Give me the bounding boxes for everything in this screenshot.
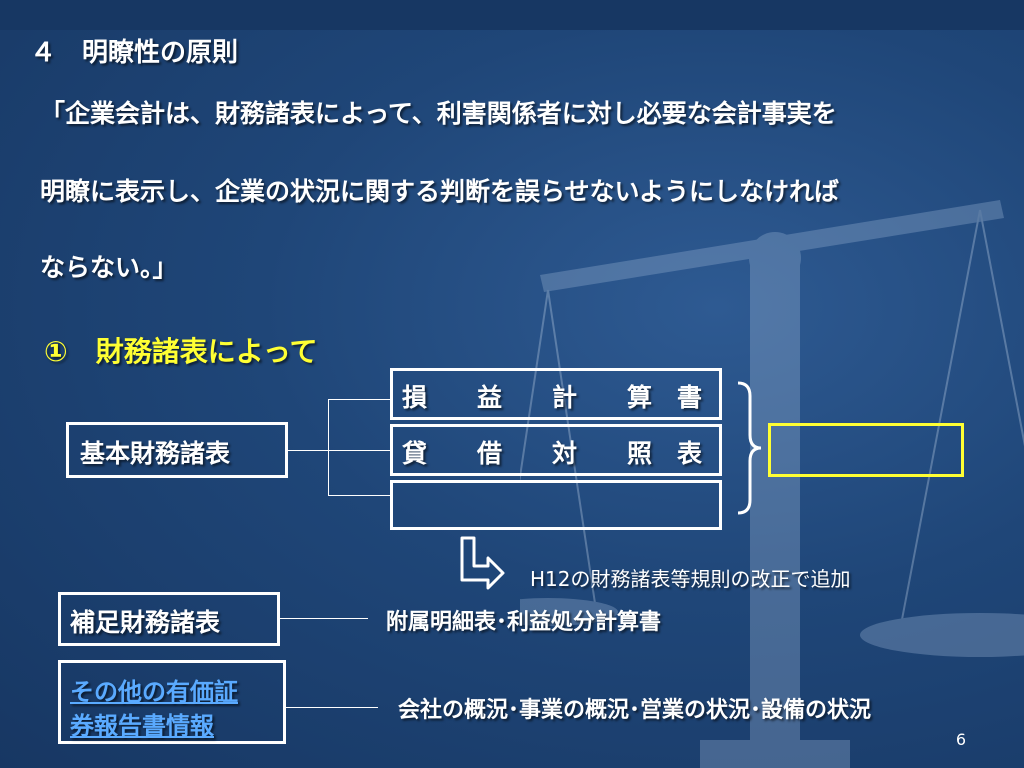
quote-line-3: ならない。」 — [40, 253, 178, 282]
other-info-connector — [286, 707, 378, 708]
quote-line-1: 「企業会計は、財務諸表によって、利害関係者に対し必要な会計事実を — [40, 99, 837, 128]
supplementary-box — [58, 592, 280, 646]
connector-branch-2 — [328, 450, 390, 451]
other-info-link-line-1[interactable]: その他の有価証 — [70, 678, 238, 706]
other-info-box — [58, 660, 286, 744]
subheading: ① 財務諸表によって — [44, 335, 318, 368]
scales-of-justice-watermark-icon — [520, 200, 1024, 768]
other-info-items: 会社の概況･事業の概況･営業の状況･設備の状況 — [398, 698, 872, 723]
yellow-answer-box — [768, 423, 964, 477]
quote-line-2: 明瞭に表示し、企業の状況に関する判断を誤らせないようにしなければ — [40, 177, 840, 206]
connector-vertical — [328, 399, 329, 495]
income-statement-box — [390, 368, 722, 420]
connector-branch-3 — [328, 495, 390, 496]
slide-title: ４ 明瞭性の原則 — [30, 38, 239, 68]
top-band — [0, 0, 1024, 30]
supplementary-connector — [280, 618, 368, 619]
right-brace-icon — [737, 381, 762, 515]
income-statement-label: 損 益 計 算 書 — [402, 383, 703, 412]
balance-sheet-label: 貸 借 対 照 表 — [402, 439, 703, 468]
connector-branch-1 — [328, 399, 390, 400]
revision-note: H12の財務諸表等規則の改正で追加 — [530, 567, 851, 591]
supplementary-label: 補足財務諸表 — [70, 608, 221, 637]
blank-statement-box — [390, 480, 722, 530]
balance-sheet-box — [390, 424, 722, 476]
other-info-link-line-2[interactable]: 券報告書情報 — [70, 712, 214, 740]
basic-statements-label: 基本財務諸表 — [80, 439, 231, 468]
hook-arrow-icon — [460, 536, 505, 590]
supplementary-items: 附属明細表･利益処分計算書 — [386, 610, 662, 635]
basic-statements-box — [66, 422, 288, 478]
page-number: 6 — [955, 730, 966, 749]
connector-main — [288, 450, 328, 451]
